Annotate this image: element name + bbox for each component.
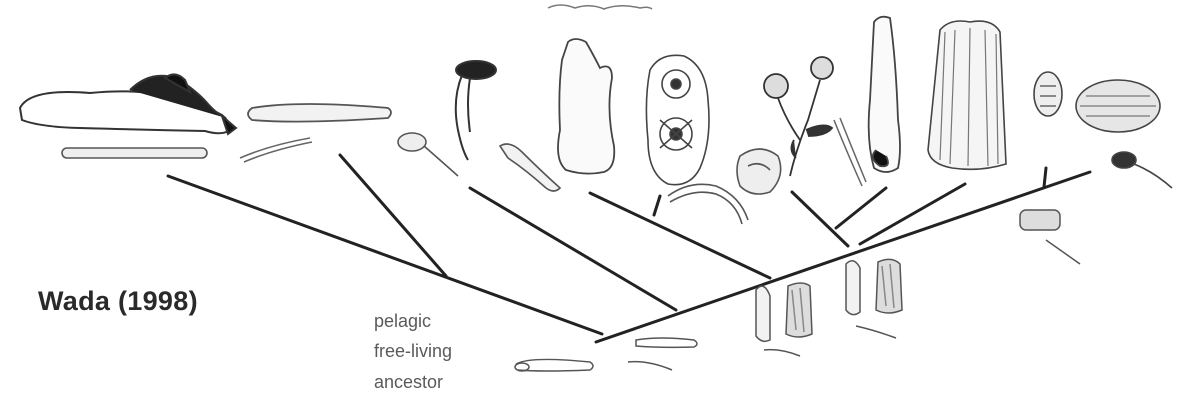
organism-sac-icon [558,39,614,174]
organism-small-oval-icon [1034,72,1062,116]
organism-curved-tube-icon [668,184,748,224]
organism-stalked-icon [456,61,496,160]
organism-tall-tube-icon [869,17,900,172]
citation-label: Wada (1998) [38,286,198,317]
ancestor-label-line-1: pelagic [374,311,431,332]
branch-3 [470,188,676,310]
larva-stage-2-icon [628,338,697,370]
branch-6 [836,188,886,228]
tree-branches [168,155,1090,342]
organism-small-disc-icon [1020,210,1080,264]
organism-larva-icon [500,144,560,191]
organism-ribbed-tube-icon [928,21,1006,169]
organism-colonial-icon [646,55,709,184]
organism-tadpole-icon [398,133,458,176]
ancestor-label-line-3: ancestor [374,372,443,393]
organism-large-slug-icon [20,74,236,134]
branch-4 [590,193,770,278]
organism-ringed-icon [1076,80,1160,132]
branch-8 [1044,168,1046,187]
trunk [596,172,1090,342]
organism-shell-icon [737,149,781,194]
organism-thin-rod-icon [62,148,207,158]
larva-stage-3-icon [756,283,812,356]
branch-7 [860,184,965,244]
organism-slender-icon [834,118,866,186]
cropped-organism-top [548,5,652,9]
organism-sperm-like-icon [1112,152,1172,188]
ancestor-label-line-2: free-living [374,341,452,362]
organism-small-worm-icon [240,138,312,162]
organism-elongate-icon [248,104,391,122]
branch-5 [792,192,848,246]
branch-4b [654,196,660,215]
larva-stage-4-icon [846,259,902,338]
larva-stage-1-icon [515,359,593,371]
